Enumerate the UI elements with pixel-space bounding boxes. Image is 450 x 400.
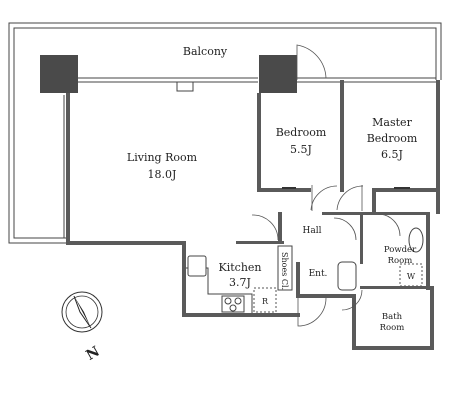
label-master-size: 6.5J [381,148,403,161]
doors [251,44,410,327]
stove [221,295,245,313]
label-powder-line1: Powder [384,245,417,255]
column-right [259,55,297,93]
compass [61,291,103,333]
ac-unit [176,81,194,92]
column-left [40,55,78,93]
label-bath-line1: Bath [382,312,403,322]
label-living-room: Living Room [127,151,198,164]
balcony-outline [8,22,442,244]
label-bath-line2: Room [380,323,405,333]
label-shoes-closet: Shoes Cl. [280,252,289,290]
label-living-size: 18.0J [148,168,177,181]
sink [187,255,207,277]
label-balcony: Balcony [183,45,228,58]
compass-ring-inner [65,295,99,329]
kitchen-fixtures [186,227,424,313]
compass-ring-outer [61,291,103,333]
label-bedroom: Bedroom [276,126,327,139]
refrigerator-space [253,287,277,313]
toilet [337,261,357,291]
washer-space [399,263,423,287]
label-kitchen-size: 3.7J [229,276,251,289]
windows [63,77,436,238]
label-refrigerator: R [262,297,269,306]
powder-basin [408,227,424,253]
label-master-line1: Master [372,116,412,129]
shoes-closet [277,245,293,291]
label-entrance: Ent. [309,269,328,279]
label-hall: Hall [303,226,322,236]
label-powder-line2: Room [388,256,413,266]
compass-needle-icon [74,296,91,328]
label-master-line2: Bedroom [367,132,418,145]
compass-north-label: N [83,344,102,364]
label-kitchen: Kitchen [219,261,262,274]
label-bedroom-size: 5.5J [290,143,312,156]
label-washer: W [407,272,416,281]
walls [66,80,440,350]
